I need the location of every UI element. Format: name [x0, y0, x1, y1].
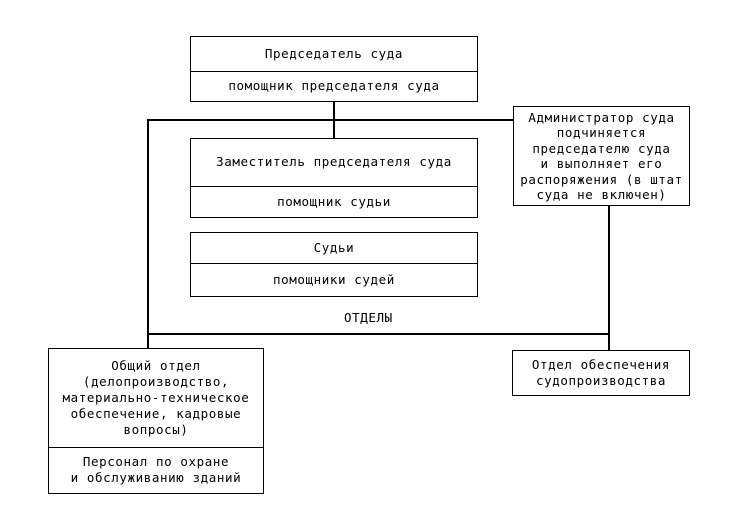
- connector-horizontal-bus-top: [147, 119, 514, 121]
- administrator-text: Администратор суда подчиняется председат…: [520, 109, 683, 203]
- connector-deputy-down: [333, 119, 335, 139]
- departments-label: ОТДЕЛЫ: [340, 310, 397, 326]
- chairman-assistant: помощник председателя суда: [191, 70, 477, 101]
- proceedings-department-text: Отдел обеспечения судопроизводства: [531, 357, 671, 388]
- judges-assistants: помощники судей: [191, 263, 477, 296]
- judges-title: Судьи: [313, 239, 355, 255]
- box-deputy-chairman: Заместитель председателя суда помощник с…: [190, 138, 478, 218]
- connector-horizontal-bus-bottom: [147, 333, 610, 335]
- chairman-title: Председатель суда: [264, 45, 404, 61]
- building-security-staff: Персонал по охране и обслуживанию зданий: [49, 446, 263, 493]
- box-judges: Судьи помощники судей: [190, 232, 478, 297]
- connector-left-rail: [147, 119, 149, 351]
- judge-assistant: помощник судьи: [191, 185, 477, 217]
- deputy-chairman-title: Заместитель председателя суда: [216, 154, 452, 170]
- box-chairman: Председатель суда помощник председателя …: [190, 36, 478, 102]
- connector-chairman-down: [333, 101, 335, 121]
- general-department-text: Общий отдел (делопроизводство, материаль…: [62, 357, 250, 437]
- box-administrator: Администратор суда подчиняется председат…: [513, 106, 690, 206]
- box-proceedings-department: Отдел обеспечения судопроизводства: [512, 350, 690, 396]
- box-general-department: Общий отдел (делопроизводство, материаль…: [48, 348, 264, 494]
- connector-right-rail: [608, 206, 610, 352]
